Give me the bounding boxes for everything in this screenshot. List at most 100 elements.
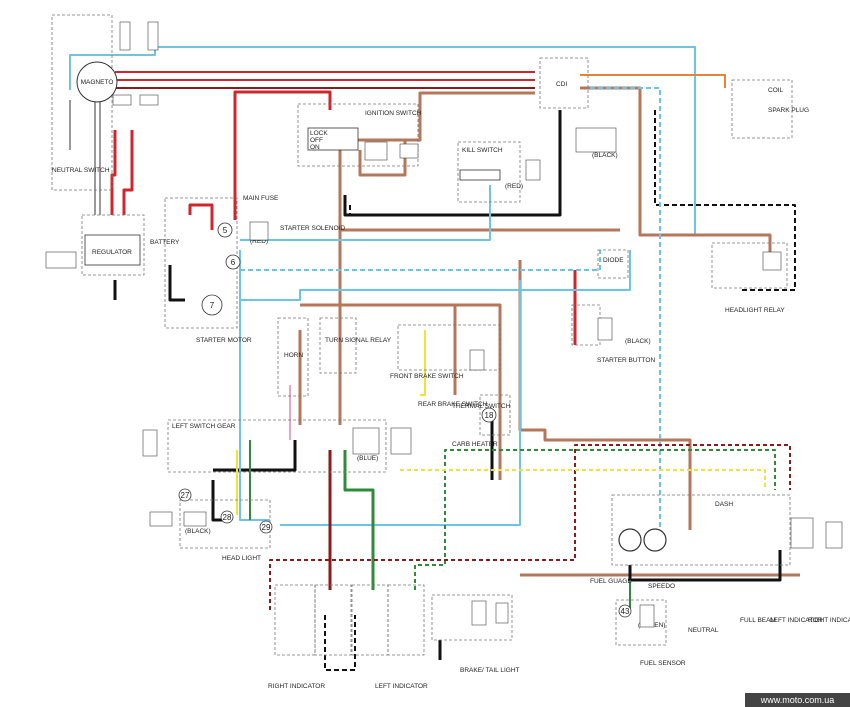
right-indicator-box-front (274, 584, 316, 656)
red-tag: (RED) (505, 183, 523, 190)
turn-signal-relay-box (319, 317, 357, 374)
fuel-gauge-symbol (618, 528, 642, 552)
neutral-switch-label: NEUTRAL SWITCH (52, 167, 110, 174)
fuel-sensor-label: FUEL SENSOR (640, 660, 686, 667)
cdi-label: CDI (556, 81, 567, 88)
wire-light-blue-dashed (590, 87, 661, 540)
red-tag: (RED) (250, 238, 268, 245)
speedo-label: SPEEDO (648, 583, 675, 590)
wire-brown (338, 91, 535, 425)
kill-switch-label: KILL SWITCH (462, 147, 503, 154)
headlight-relay-label: HEADLIGHT RELAY (725, 307, 785, 314)
wire-brown (580, 86, 772, 270)
wire-orange (580, 74, 726, 88)
num-43-marker (618, 604, 632, 618)
regulator-body (84, 234, 141, 266)
wire-light-blue (240, 250, 631, 301)
diode-label: DIODE (603, 257, 624, 264)
fuel-sensor-box (615, 599, 667, 646)
kill-switch-table (459, 169, 501, 181)
num-6: 6 (231, 258, 236, 267)
right-indicator-dash-label: RIGHT INDICATOR (808, 617, 850, 624)
left-indicator-box-front (351, 584, 389, 656)
wire-red (110, 130, 117, 215)
regulator-label: REGULATOR (92, 249, 132, 256)
num-43: 43 (621, 607, 630, 616)
ignition-switch-table (307, 127, 359, 151)
wire-black-dashed (349, 205, 555, 216)
wire-black-dashed (654, 110, 796, 291)
dash-label: DASH (715, 501, 733, 508)
brake-tail-light-label: BRAKE/ TAIL LIGHT (460, 667, 520, 674)
num-6-marker (225, 254, 241, 270)
ignition-lock-label: LOCK (310, 130, 328, 137)
neutral-label: NEUTRAL (688, 627, 719, 634)
starter-motor-label: STARTER MOTOR (196, 337, 252, 344)
wire-light-blue (280, 280, 521, 526)
thermal-switch-label: THERMAL SWITCH (452, 403, 511, 410)
wire-black-dashed (324, 615, 356, 671)
wire-red (233, 90, 332, 220)
num-29: 29 (262, 523, 271, 532)
wire-black (168, 265, 185, 302)
ignition-switch-label: IGNITION SWITCH (365, 110, 422, 117)
wire-light-blue (239, 250, 270, 521)
wire-brown (518, 260, 692, 530)
wire-yellow-dashed (400, 469, 766, 490)
black-tag: (BLACK) (592, 152, 618, 159)
left-indicator-dash-label: LEFT INDICATOR (770, 617, 823, 624)
right-indicator-label: RIGHT INDICATOR (268, 683, 325, 690)
wire-black (213, 440, 297, 472)
ignition-switch-box (297, 103, 419, 167)
wire-red (188, 203, 214, 230)
cdi-box (539, 57, 589, 109)
ignition-on-label: ON (310, 144, 320, 151)
full-beam-label: FULL BEAM (740, 617, 776, 624)
right-indicator-box-rear (314, 584, 352, 656)
main-fuse-label: MAIN FUSE (243, 195, 279, 202)
carb-heater-box (479, 394, 511, 436)
connector-icons (45, 21, 843, 628)
neutral-switch-box (51, 14, 113, 191)
front-brake-switch-label: FRONT BRAKE SWITCH (390, 373, 464, 380)
left-indicator-label: LEFT INDICATOR (375, 683, 428, 690)
watermark: www.moto.com.ua (745, 693, 850, 707)
magneto-label: MAGNETO (81, 79, 114, 86)
head-light-box (179, 499, 271, 549)
ignition-off-label: OFF (310, 137, 323, 144)
wire-yellow (420, 330, 426, 396)
tail-light-box (431, 594, 513, 641)
brake-switch-box (397, 324, 501, 371)
spark-plug-label: SPARK PLUG (768, 107, 809, 114)
battery-label: BATTERY (150, 239, 180, 246)
num-18-marker (481, 407, 497, 423)
starter-button-label: STARTER BUTTON (597, 357, 655, 364)
horn-box (277, 317, 309, 397)
turn-signal-relay-label: TURN SIGNAL RELAY (325, 337, 392, 344)
wire-light-blue (69, 46, 696, 235)
left-switch-gear-label: LEFT SWITCH GEAR (172, 423, 236, 430)
starter-solenoid-label: STARTER SOLENOID (280, 225, 345, 232)
wire-light-blue-dashed (240, 250, 601, 271)
fuel-gauge-label: FUEL GUAGE (590, 578, 632, 585)
horn-label: HORN (284, 352, 303, 359)
num-27: 27 (181, 491, 190, 500)
blue-tag: (BLUE) (357, 455, 378, 462)
diode-box (597, 249, 629, 279)
coil-box (731, 79, 793, 139)
headlight-relay-box (711, 242, 788, 289)
wire-green (343, 450, 375, 590)
num-5: 5 (223, 226, 228, 235)
left-indicator-box-rear (387, 584, 425, 656)
coil-label: COIL (768, 87, 784, 94)
num-18: 18 (485, 411, 494, 420)
starter-motor-symbol (201, 294, 223, 316)
num-28-marker (220, 510, 234, 524)
wire-light-blue (240, 185, 491, 241)
black-tag: (BLACK) (185, 528, 211, 535)
num-28: 28 (223, 513, 232, 522)
dash-box (611, 494, 791, 566)
num-27-marker (178, 488, 192, 502)
num-5-marker (217, 222, 233, 238)
rear-brake-switch-label: REAR BRAKE SWITCH (418, 401, 488, 408)
